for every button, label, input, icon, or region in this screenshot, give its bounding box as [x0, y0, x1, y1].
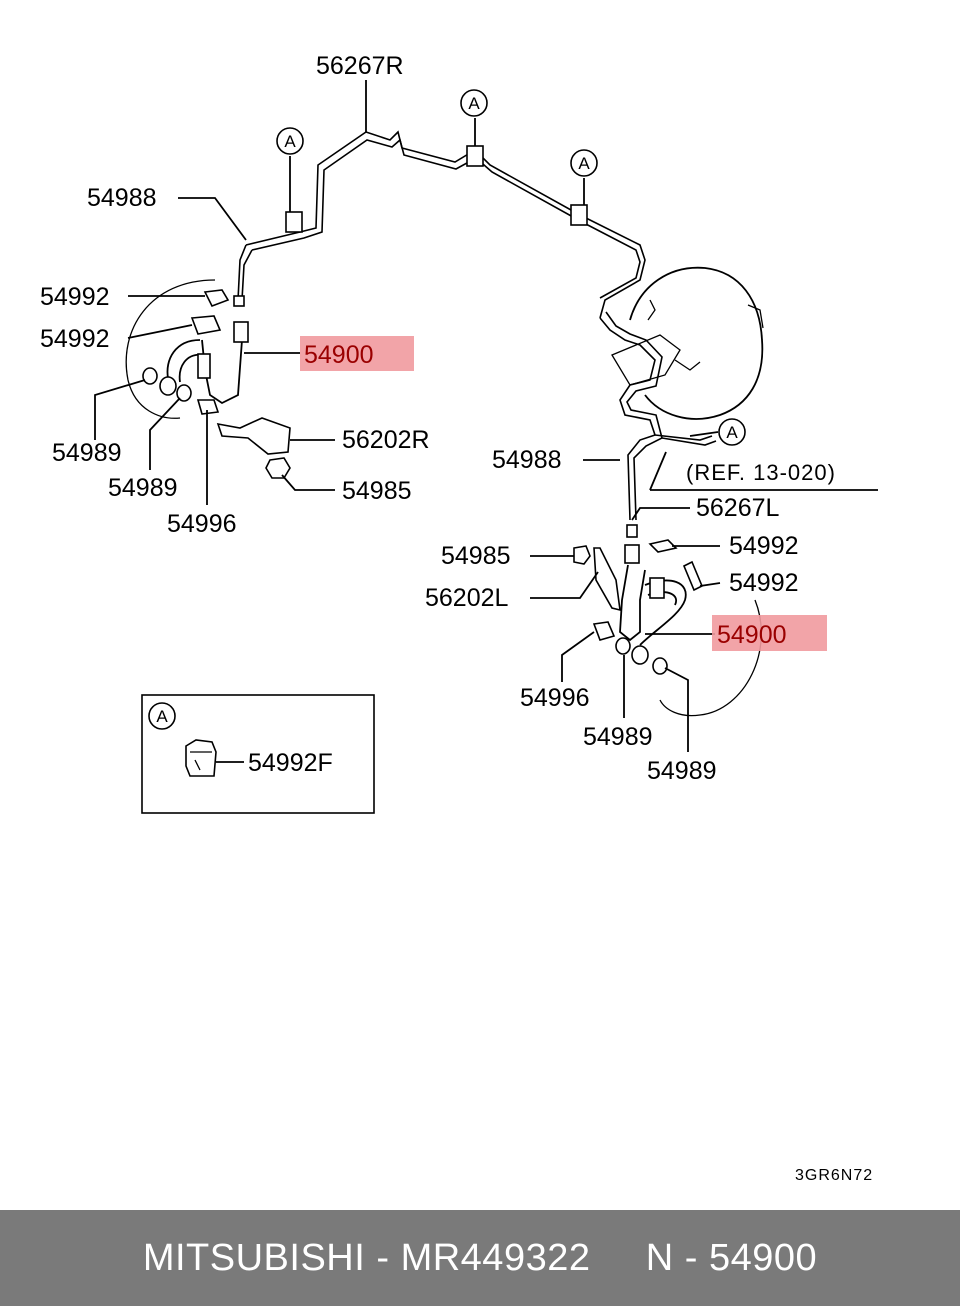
callout-a-4: A: [718, 418, 746, 446]
callout-letter: A: [726, 423, 738, 442]
hose-nut-left: [233, 321, 249, 343]
bolt-54996-left: [196, 399, 220, 415]
label-56202L[interactable]: 56202L: [425, 584, 509, 612]
label-54996-right[interactable]: 54996: [520, 684, 590, 712]
brake-hose-right: [619, 564, 646, 642]
booster-mark-2: [674, 359, 701, 371]
pipe-clip-1: [285, 211, 303, 233]
footer-bar: MITSUBISHI - MR449322 N - 54900: [0, 1210, 960, 1306]
washer-54989-d: [652, 657, 668, 675]
parts-diagram: A A A A 56267R 54988 54992 54992 54900 5…: [40, 52, 878, 1184]
inset-detail-a: A 54992F: [141, 694, 375, 814]
highlight-54900-left: [300, 336, 414, 371]
booster-mark: [647, 299, 656, 321]
brake-booster: [629, 266, 764, 420]
label-54992-b[interactable]: 54992: [40, 325, 110, 353]
hose-end-left: [159, 376, 177, 396]
label-54992F[interactable]: 54992F: [248, 749, 333, 777]
pipe-ref: [654, 434, 713, 441]
clip-54992F: [185, 739, 217, 777]
clip-54992-d: [682, 560, 704, 592]
nut-54985-right: [573, 545, 591, 565]
hose-nut-right: [624, 544, 640, 564]
clip-detail: [190, 751, 212, 771]
label-56267L[interactable]: 56267L: [696, 494, 780, 522]
brake-pipe-right: [599, 317, 657, 521]
washer-54989-c: [615, 637, 631, 655]
pipe-end-left: [233, 295, 245, 307]
brake-pipe-top-2: [251, 138, 641, 299]
label-54996-left[interactable]: 54996: [167, 510, 237, 538]
callout-a-1: A: [276, 127, 304, 155]
label-54985-right[interactable]: 54985: [441, 542, 511, 570]
brake-pipe-top: [245, 130, 646, 319]
assembly-arc-left: [125, 279, 216, 419]
pipe-ref-2: [661, 437, 717, 446]
booster-edge: [747, 304, 764, 329]
brake-line-diagram: A A A A 56267R 54988 54992 54992 54900 5…: [40, 52, 878, 1184]
pipe-end-right: [626, 524, 638, 538]
bolt-54996-right: [592, 621, 616, 641]
callout-letter: A: [468, 94, 480, 113]
highlight-54900-right: [712, 615, 827, 651]
leader-lines: [94, 80, 878, 752]
pipe-down-left-2: [241, 249, 253, 301]
callout-a-2: A: [460, 89, 488, 117]
label-54992-c[interactable]: 54992: [729, 532, 799, 560]
clip-54992-b: [190, 315, 222, 335]
label-54989-c[interactable]: 54989: [583, 723, 653, 751]
label-54989-b[interactable]: 54989: [108, 474, 178, 502]
clip-54992-a: [203, 289, 230, 308]
pipe-clip-2: [466, 145, 484, 167]
callout-letter: A: [578, 154, 590, 173]
clip-54992-c: [648, 539, 678, 553]
hose-fitting-right: [649, 577, 665, 599]
footer-part-info: MITSUBISHI - MR449322 N - 54900: [142, 1236, 818, 1279]
callout-a-3: A: [570, 149, 598, 177]
label-54989-d[interactable]: 54989: [647, 757, 717, 785]
label-54900-left[interactable]: 54900: [304, 341, 374, 369]
label-54989-a[interactable]: 54989: [52, 439, 122, 467]
drawing-code: 3GR6N72: [795, 1167, 873, 1184]
callout-letter: A: [156, 707, 168, 726]
label-56267R[interactable]: 56267R: [316, 52, 404, 80]
washer-54989-a: [142, 367, 158, 385]
label-54992-a[interactable]: 54992: [40, 283, 110, 311]
label-54992-d[interactable]: 54992: [729, 569, 799, 597]
label-54988-top[interactable]: 54988: [87, 184, 157, 212]
label-ref[interactable]: (REF. 13-020): [686, 460, 836, 485]
bracket-56202R: [216, 417, 291, 455]
pipe-down-left: [237, 244, 247, 301]
bracket-56202L: [593, 547, 621, 612]
washer-54989-b: [176, 384, 192, 402]
nut-54985-left: [265, 457, 291, 479]
pipe-clip-3: [570, 204, 588, 226]
hose-fitting-left: [197, 353, 211, 379]
brake-pipe-right-2: [605, 311, 663, 521]
master-cylinder: [611, 334, 681, 386]
hose-end-right: [631, 645, 649, 665]
label-54988-right[interactable]: 54988: [492, 446, 562, 474]
label-56202R[interactable]: 56202R: [342, 426, 430, 454]
label-54900-right[interactable]: 54900: [717, 621, 787, 649]
label-54985-left[interactable]: 54985: [342, 477, 412, 505]
callout-letter: A: [284, 132, 296, 151]
